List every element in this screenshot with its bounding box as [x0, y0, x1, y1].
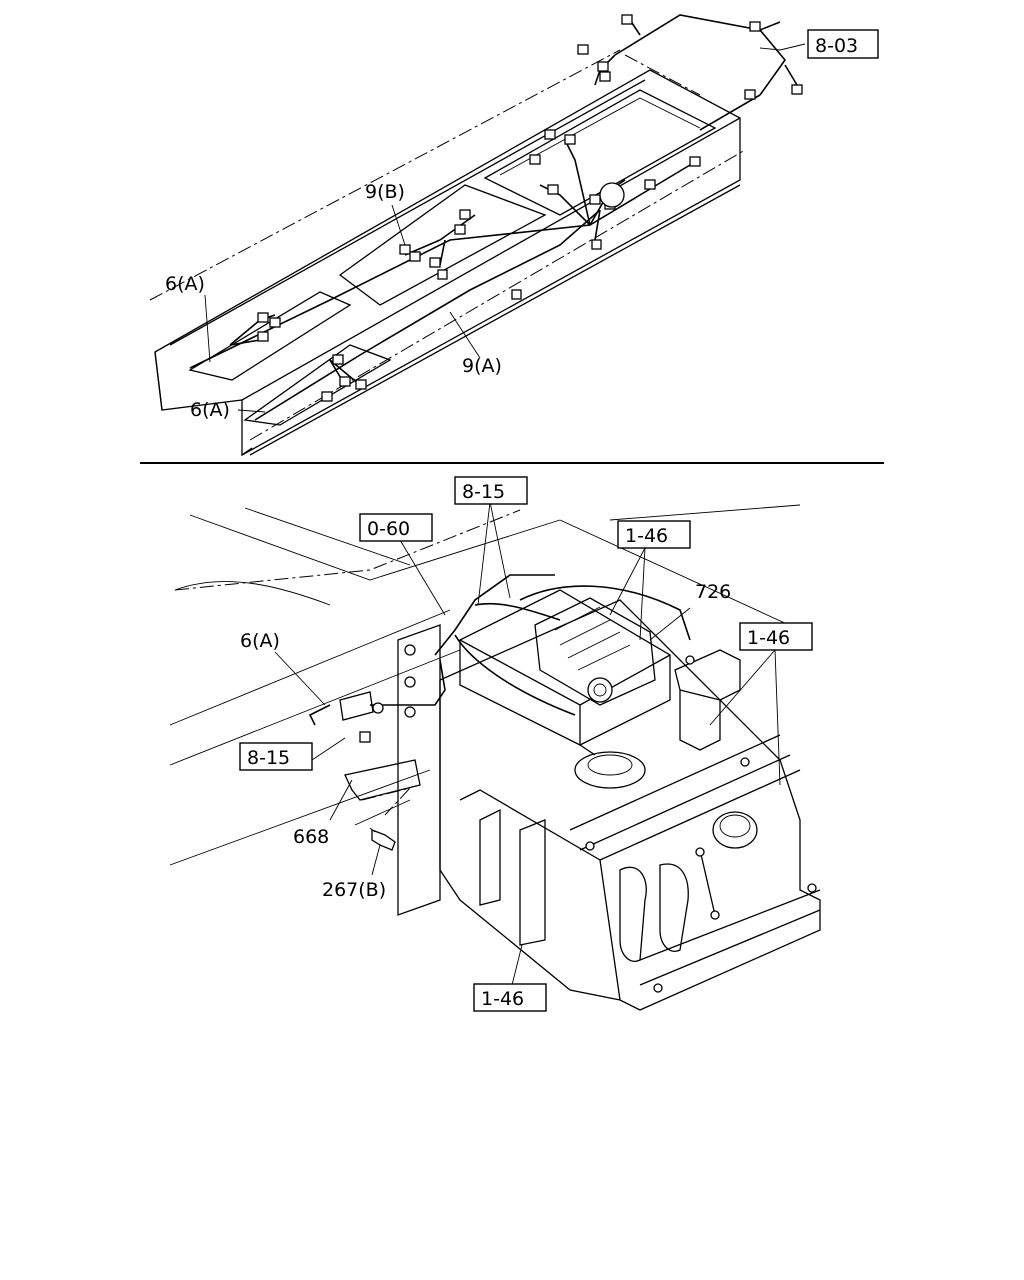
bottom-label-726: 726: [695, 581, 731, 603]
harness-connectors: [257, 14, 803, 402]
bottom-label-267b: 267(B): [322, 879, 386, 901]
ref-box-8-03: [807, 29, 879, 59]
top-harness-ref-8-03: 8-03: [815, 35, 858, 57]
top-label-9b: 9(B): [365, 181, 405, 203]
fuel-tank-assembly-view: 8-15 0-60 1-46 726 1-46 6(A) 8-15 668 26…: [169, 476, 821, 1012]
ref-box-0-60: [359, 513, 433, 542]
top-label-6a-lower: 6(A): [190, 399, 230, 421]
bottom-ref-0-60: 0-60: [367, 518, 410, 540]
ref-box-8-15-top: [454, 476, 528, 505]
bottom-ref-1-46-top: 1-46: [625, 525, 668, 547]
bottom-label-668: 668: [293, 826, 329, 848]
bottom-ref-1-46-right: 1-46: [747, 627, 790, 649]
bottom-ref-8-15-top: 8-15: [462, 481, 505, 503]
top-label-9a: 9(A): [462, 355, 502, 377]
ref-box-1-46-bottom: [473, 983, 547, 1012]
bottom-ref-8-15-left: 8-15: [247, 747, 290, 769]
bottom-label-6a: 6(A): [240, 630, 280, 652]
frame-rail-harness-view: 8-03 9(B) 6(A) 9(A) 6(A): [149, 14, 879, 457]
ref-box-1-46-top: [617, 520, 691, 549]
top-label-6a-upper: 6(A): [165, 273, 205, 295]
ref-box-8-15-left: [239, 742, 313, 771]
bottom-ref-1-46-bottom: 1-46: [481, 988, 524, 1010]
ref-box-1-46-right: [739, 622, 813, 651]
